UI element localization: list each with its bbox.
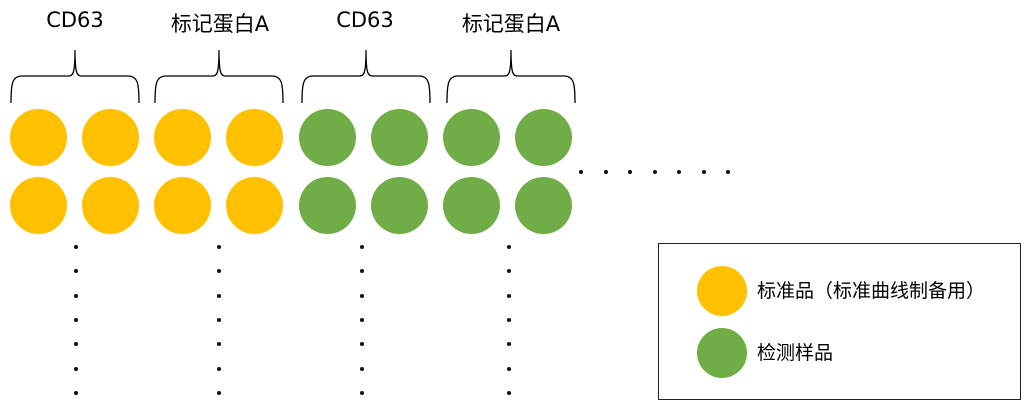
well-sample-r2-c7 xyxy=(443,177,500,234)
group-header-marker-a-1: 标记蛋白A xyxy=(170,12,270,36)
continuation-dot xyxy=(603,170,608,174)
continuation-dot xyxy=(628,170,632,174)
continuation-dot xyxy=(74,366,78,371)
continuation-dot xyxy=(217,293,221,298)
well-sample-r2-c8 xyxy=(515,177,572,234)
group-brace-3 xyxy=(301,49,431,104)
continuation-dot xyxy=(507,342,511,347)
continuation-dot xyxy=(360,342,364,347)
group-brace-1 xyxy=(10,49,140,104)
group-brace-2 xyxy=(154,49,284,104)
legend-swatch-sample xyxy=(697,328,747,378)
well-sample-r2-c5 xyxy=(299,177,356,234)
continuation-dot xyxy=(507,317,511,322)
continuation-dot xyxy=(360,390,364,395)
continuation-dot xyxy=(217,342,221,347)
continuation-dot xyxy=(579,170,583,174)
legend-label-sample: 检测样品 xyxy=(757,342,834,364)
well-standard-r2-c4 xyxy=(226,177,283,234)
continuation-dot xyxy=(74,342,78,347)
continuation-dot xyxy=(701,170,706,174)
continuation-dot xyxy=(652,170,657,174)
well-standard-r1-c2 xyxy=(82,109,139,166)
legend-swatch-standard xyxy=(697,266,747,316)
legend-box: 标准品（标准曲线制备用） 检测样品 xyxy=(658,243,1021,400)
continuation-dot xyxy=(360,366,364,371)
well-standard-r2-c1 xyxy=(10,177,67,234)
well-standard-r2-c2 xyxy=(82,177,139,234)
continuation-dot xyxy=(217,366,221,371)
continuation-dot xyxy=(74,245,78,249)
well-sample-r1-c7 xyxy=(443,109,500,166)
well-standard-r2-c3 xyxy=(154,177,211,234)
continuation-dot xyxy=(360,269,364,274)
group-header-cd63-1: CD63 xyxy=(46,8,104,32)
continuation-dot xyxy=(74,317,78,322)
continuation-dot xyxy=(507,366,511,371)
legend-label-standard: 标准品（标准曲线制备用） xyxy=(757,280,986,302)
continuation-dot xyxy=(507,245,511,249)
continuation-dot xyxy=(217,269,221,274)
well-standard-r1-c4 xyxy=(226,109,283,166)
group-header-marker-a-2: 标记蛋白A xyxy=(461,12,561,36)
continuation-dot xyxy=(360,245,364,249)
well-sample-r1-c5 xyxy=(299,109,356,166)
continuation-dot xyxy=(507,390,511,395)
continuation-dot xyxy=(74,269,78,274)
continuation-dot xyxy=(217,317,221,322)
continuation-dot xyxy=(507,269,511,274)
well-standard-r1-c3 xyxy=(154,109,211,166)
well-sample-r1-c6 xyxy=(371,109,428,166)
continuation-dot xyxy=(360,293,364,298)
well-standard-r1-c1 xyxy=(10,109,67,166)
continuation-dot xyxy=(74,293,78,298)
group-header-cd63-2: CD63 xyxy=(336,8,394,32)
continuation-dot xyxy=(507,293,511,298)
continuation-dot xyxy=(74,390,78,395)
well-sample-r1-c8 xyxy=(515,109,572,166)
continuation-dot xyxy=(217,390,221,395)
continuation-dot xyxy=(217,245,221,249)
continuation-dot xyxy=(726,170,730,174)
well-sample-r2-c6 xyxy=(371,177,428,234)
continuation-dot xyxy=(360,317,364,322)
continuation-dot xyxy=(677,170,681,174)
group-brace-4 xyxy=(446,49,576,104)
